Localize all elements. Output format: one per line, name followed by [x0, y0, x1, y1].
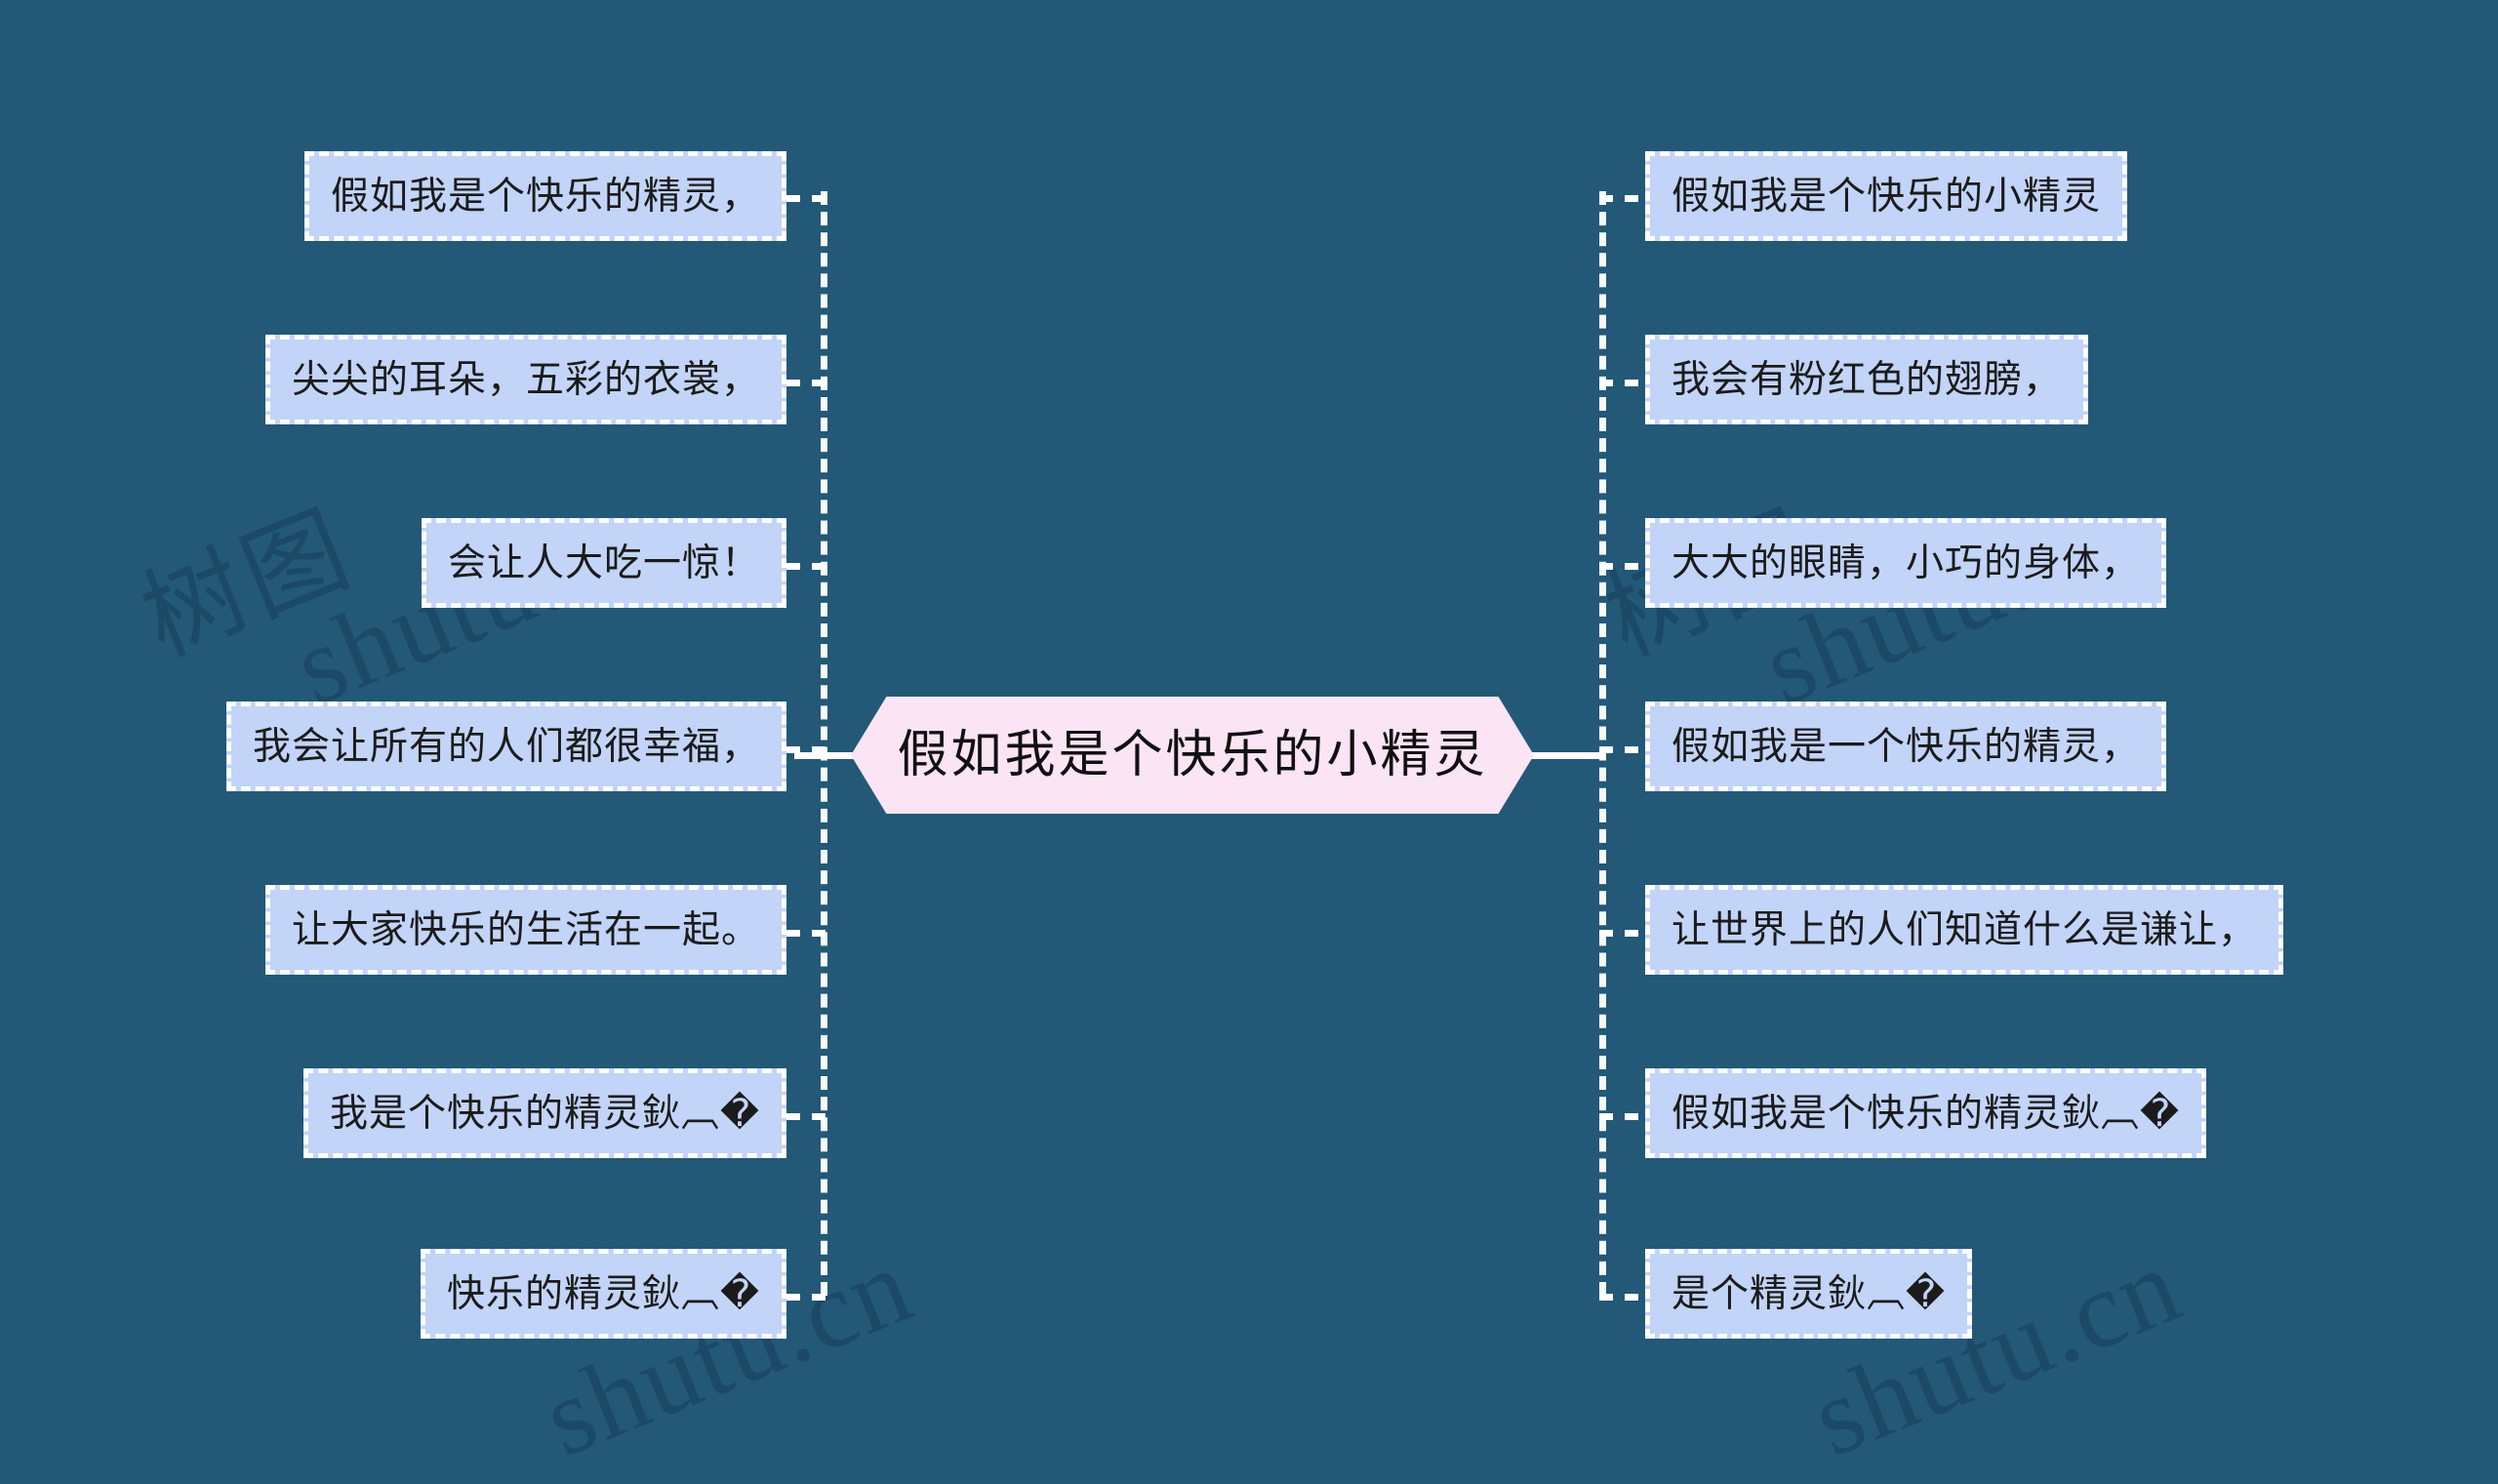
left-connector-7 — [786, 1294, 826, 1301]
center-node[interactable]: 假如我是个快乐的小精灵 — [851, 697, 1534, 814]
right-node-6-label: 假如我是个快乐的精灵鈥︹� — [1672, 1092, 2180, 1135]
center-node-shape: 假如我是个快乐的小精灵 — [851, 697, 1534, 814]
center-trunk-left — [794, 752, 863, 759]
left-node-5[interactable]: 让大家快乐的生活在一起。 — [264, 885, 786, 975]
left-node-2-label: 尖尖的耳朵，五彩的衣裳， — [291, 358, 760, 401]
left-node-5-label: 让大家快乐的生活在一起。 — [291, 908, 760, 951]
left-node-7[interactable]: 快乐的精灵鈥︹� — [421, 1249, 786, 1339]
right-node-5-label: 让世界上的人们知道什么是谦让， — [1672, 908, 2258, 951]
left-node-4[interactable]: 我会让所有的人们都很幸福， — [225, 702, 786, 791]
left-node-3-label: 会让人大吃一惊！ — [447, 541, 760, 584]
right-node-1-label: 假如我是个快乐的小精灵 — [1672, 175, 2102, 218]
right-connector-6 — [1599, 1113, 1638, 1120]
right-node-7[interactable]: 是个精灵鈥︹� — [1645, 1249, 1972, 1339]
right-connector-1 — [1599, 195, 1638, 202]
left-node-6[interactable]: 我是个快乐的精灵鈥︹� — [303, 1068, 786, 1158]
right-node-2-label: 我会有粉红色的翅膀， — [1672, 358, 2063, 401]
center-trunk-right — [1524, 752, 1606, 759]
left-connector-1 — [786, 195, 826, 202]
left-node-4-label: 我会让所有的人们都很幸福， — [252, 725, 760, 768]
left-connector-3 — [786, 563, 826, 570]
left-node-1[interactable]: 假如我是个快乐的精灵， — [303, 151, 786, 241]
right-connector-2 — [1599, 380, 1638, 386]
left-node-6-label: 我是个快乐的精灵鈥︹� — [330, 1092, 760, 1135]
right-node-3-label: 大大的眼睛，小巧的身体， — [1672, 541, 2141, 584]
left-connector-6 — [786, 1113, 826, 1120]
right-node-1[interactable]: 假如我是个快乐的小精灵 — [1645, 151, 2128, 241]
right-branch-spine — [1599, 191, 1606, 1296]
right-node-5[interactable]: 让世界上的人们知道什么是谦让， — [1645, 885, 2284, 975]
left-connector-5 — [786, 930, 826, 937]
left-connector-4 — [786, 746, 826, 753]
right-node-4[interactable]: 假如我是一个快乐的精灵， — [1645, 702, 2167, 791]
left-node-2[interactable]: 尖尖的耳朵，五彩的衣裳， — [264, 335, 786, 424]
right-node-2[interactable]: 我会有粉红色的翅膀， — [1645, 335, 2089, 424]
right-node-7-label: 是个精灵鈥︹� — [1672, 1272, 1946, 1315]
left-node-3[interactable]: 会让人大吃一惊！ — [421, 518, 786, 608]
right-node-4-label: 假如我是一个快乐的精灵， — [1672, 725, 2141, 768]
left-connector-2 — [786, 380, 826, 386]
right-connector-7 — [1599, 1294, 1638, 1301]
right-connector-3 — [1599, 563, 1638, 570]
right-connector-5 — [1599, 930, 1638, 937]
right-node-6[interactable]: 假如我是个快乐的精灵鈥︹� — [1645, 1068, 2206, 1158]
right-node-3[interactable]: 大大的眼睛，小巧的身体， — [1645, 518, 2167, 608]
center-node-label: 假如我是个快乐的小精灵 — [897, 727, 1488, 783]
watermark-cjk-left: 树图 — [127, 492, 369, 677]
left-node-1-label: 假如我是个快乐的精灵， — [330, 175, 760, 218]
right-connector-4 — [1599, 746, 1638, 753]
left-node-7-label: 快乐的精灵鈥︹� — [447, 1272, 760, 1315]
left-branch-spine — [821, 191, 827, 1296]
